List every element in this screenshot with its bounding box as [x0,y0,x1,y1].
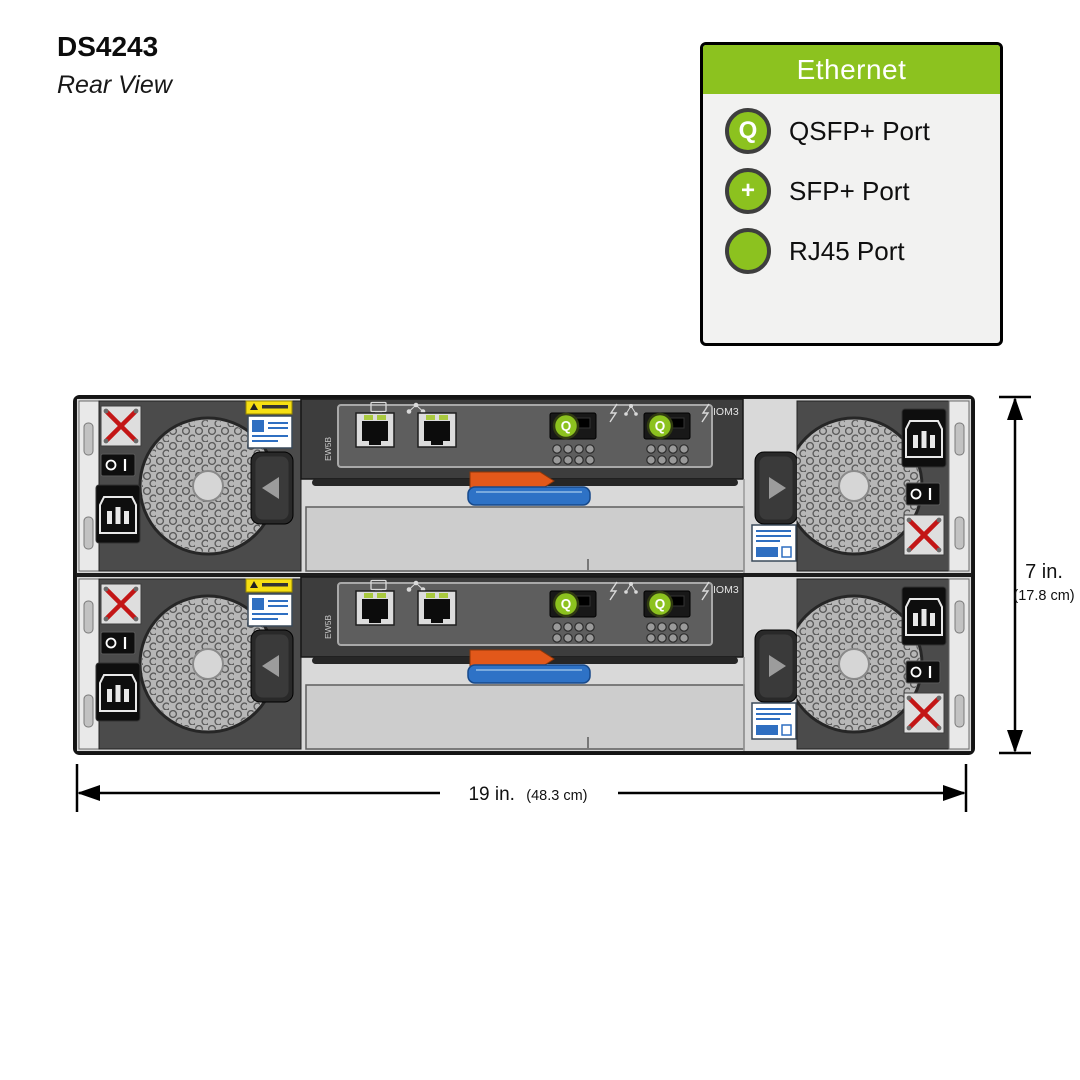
sfp-port-icon: + [725,168,771,214]
chassis-outline [73,395,975,755]
dimension-width: 19 in. (48.3 cm) [75,764,968,812]
height-metric-label: (17.8 cm) [1013,588,1074,604]
legend-title: Ethernet [703,45,1000,94]
qsfp-symbol: Q [738,117,758,144]
legend-item-qsfp: Q QSFP+ Port [725,108,978,154]
legend-items: Q QSFP+ Port + SFP+ Port RJ45 Port [703,94,1000,274]
legend-label-qsfp: QSFP+ Port [789,115,930,146]
page-subtitle: Rear View [57,70,172,99]
page-header: DS4243 Rear View [57,31,172,100]
arrow-right-icon [943,785,966,801]
height-label: 7 in. [1025,561,1063,583]
qsfp-port-icon: Q [725,108,771,154]
legend-item-sfp: + SFP+ Port [725,168,978,214]
legend-panel: Ethernet Q QSFP+ Port + SFP+ Port RJ45 P… [700,42,1003,346]
rj45-port-icon [725,228,771,274]
width-label: 19 in. (48.3 cm) [468,784,587,805]
legend-item-rj45: RJ45 Port [725,228,978,274]
chassis [73,395,975,755]
page-title: DS4243 [57,31,159,62]
arrow-left-icon [77,785,100,801]
width-label-metric: (48.3 cm) [526,788,587,804]
arrow-up-icon [1007,397,1023,420]
label-backdrop [440,779,618,806]
arrow-down-icon [1007,730,1023,753]
legend-label-sfp: SFP+ Port [789,175,910,206]
width-label-imperial: 19 in. [468,784,514,805]
sfp-symbol: + [740,177,755,204]
legend-label-rj45: RJ45 Port [789,235,905,266]
dimension-height: 7 in. (17.8 cm) [999,395,1075,755]
